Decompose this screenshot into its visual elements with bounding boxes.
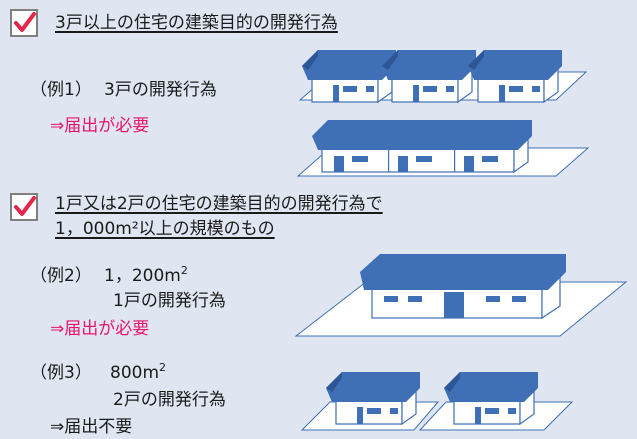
example1-result: ⇒届出が必要 [50,116,150,136]
example1-desc: 3戸の開発行為 [104,80,217,100]
example2-area: 1，200m2 [104,264,188,286]
example3-desc: 2戸の開発行為 [113,390,226,410]
example3-area: 800m2 [110,361,167,383]
large-house-icon [360,254,566,320]
section2-heading-line1: 1戸又は2戸の住宅の建築目的の開発行為で [55,194,383,214]
checkmark-box-icon [10,193,38,221]
example1-label: （例1） [30,80,92,100]
example2-desc: 1戸の開発行為 [113,291,226,311]
example2-label: （例2） [30,266,92,286]
example3-label: （例3） [30,363,92,383]
example3-result: ⇒届出不要 [50,417,133,437]
section1-heading: 3戸以上の住宅の建築目的の開発行為 [55,13,338,33]
checkmark-box-icon [10,9,38,37]
example2-result: ⇒届出が必要 [50,319,150,339]
section2-heading-line2: 1，000m²以上の規模のもの [55,219,275,239]
